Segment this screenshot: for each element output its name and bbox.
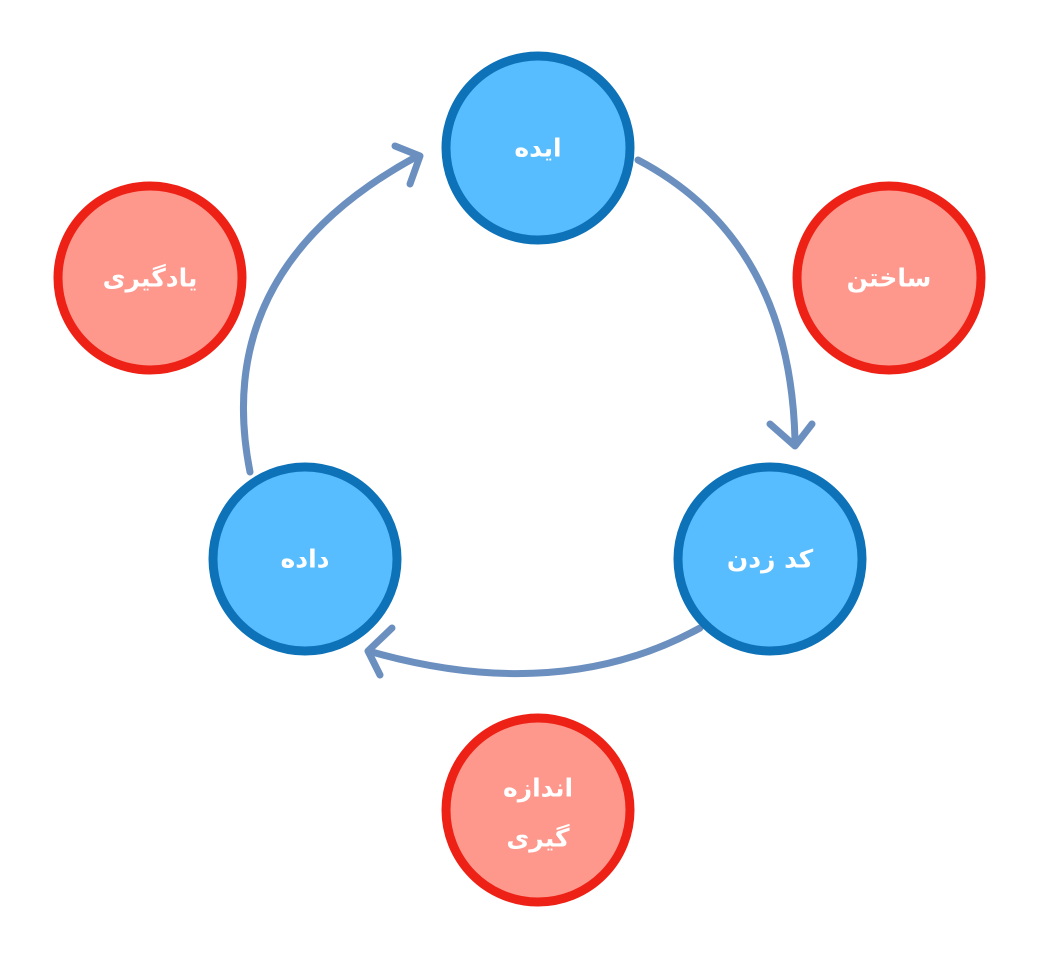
phase-node-measure: اندازه گیری <box>441 713 635 907</box>
arc-code-to-data <box>368 624 704 678</box>
phase-node-build-circle <box>792 181 986 375</box>
cycle-node-idea-label: ایده <box>514 134 561 163</box>
arrowhead-idea <box>391 142 424 188</box>
arrow-data-to-idea <box>240 142 424 476</box>
phase-node-learn-label: یادگیری <box>103 264 198 294</box>
phase-node-measure-label-line-1: اندازه <box>503 774 573 803</box>
arc-data-to-idea <box>240 154 418 476</box>
cycle-node-data: داده <box>208 462 402 656</box>
phase-node-learn-circle <box>53 181 247 375</box>
cycle-node-idea: ایده <box>441 51 635 245</box>
cycle-node-code-circle <box>673 462 867 656</box>
cycle-node-code: کد زدن <box>673 462 867 656</box>
phase-node-measure-circle <box>441 713 635 907</box>
arrow-idea-to-code <box>634 156 816 450</box>
arrowhead-code <box>766 420 816 450</box>
cycle-node-data-circle <box>208 462 402 656</box>
phase-node-build-label: ساختن <box>847 264 932 294</box>
phase-node-measure-label-line-2: گیری <box>506 824 570 854</box>
cycle-node-idea-circle <box>441 51 635 245</box>
cycle-node-code-label: کد زدن <box>727 545 814 574</box>
arc-idea-to-code <box>634 156 799 444</box>
arrow-code-to-data <box>364 624 704 679</box>
phase-node-build: ساختن <box>792 181 986 375</box>
cycle-node-data-label: داده <box>281 545 330 574</box>
phase-node-learn: یادگیری <box>53 181 247 375</box>
arrowhead-data <box>364 624 396 679</box>
